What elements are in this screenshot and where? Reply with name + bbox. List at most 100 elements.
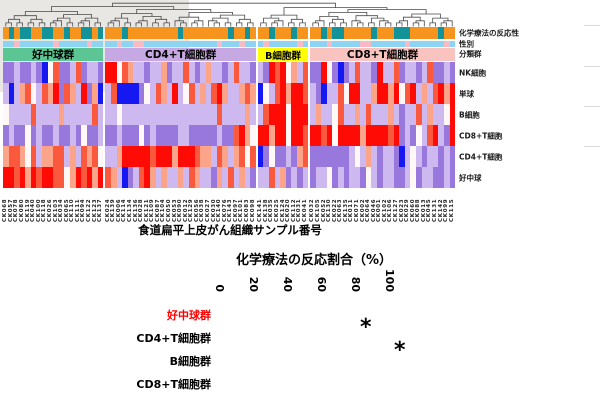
heatmap-cell [36, 146, 43, 167]
heatmap-cell [280, 167, 286, 188]
heatmap-cell [233, 83, 240, 104]
heatmap-cell [75, 83, 82, 104]
heatmap-cell [360, 83, 366, 104]
heatmap-cell [25, 83, 31, 104]
heatmap-cell [349, 62, 355, 83]
heatmap-cell [228, 104, 234, 125]
sex-cell [8, 41, 15, 47]
sex-cell [233, 41, 240, 47]
heatmap-cell [69, 104, 76, 125]
sex-cell [105, 41, 111, 47]
heatmap-cell [69, 83, 76, 104]
heatmap-cell [410, 125, 417, 146]
heatmap-cell [349, 167, 355, 188]
annotation-group-block [310, 41, 456, 47]
sex-cell [438, 41, 444, 47]
response-cell [105, 27, 111, 39]
response-cell [97, 27, 104, 39]
heatmap-cell [233, 104, 240, 125]
heatmap-cell [189, 146, 195, 167]
heatmap-cell [302, 125, 309, 146]
sample-label: CK137 [97, 198, 104, 222]
heatmap-cell [228, 167, 234, 188]
heatmap-cell [58, 62, 65, 83]
heatmap-cell [47, 104, 54, 125]
response-cell [92, 27, 98, 39]
heatmap-cell [92, 146, 98, 167]
sex-cell [149, 41, 156, 47]
heatmap-cell [105, 83, 111, 104]
heatmap-cell [382, 167, 389, 188]
heatmap-cell [155, 62, 162, 83]
heatmap-cell [427, 62, 433, 83]
heatmap-cell [302, 167, 309, 188]
sex-cell [365, 41, 372, 47]
response-cell [393, 27, 400, 39]
heatmap-cell [332, 125, 338, 146]
heatmap-cell [365, 146, 372, 167]
heatmap-cell [421, 62, 428, 83]
annotation-group-block [310, 27, 456, 39]
cropped-line [584, 146, 600, 147]
sex-cell [343, 41, 350, 47]
heatmap-cell [42, 104, 48, 125]
heatmap-cell [97, 62, 104, 83]
heatmap-cell [443, 83, 450, 104]
heatmap-cell [438, 62, 444, 83]
heatmap-cell [410, 146, 417, 167]
sex-cell [360, 41, 366, 47]
heatmap-cell [250, 62, 256, 83]
heatmap-x-axis-title: 食道扁平上皮がん組織サンプル番号 [138, 223, 322, 237]
heatmap-cell [257, 146, 264, 167]
heatmap-cell [42, 167, 48, 188]
heatmap-cell [310, 125, 316, 146]
heatmap-cell [399, 146, 405, 167]
heatmap-row-label: CD4+T細胞 [459, 152, 503, 161]
heatmap-cell [302, 104, 309, 125]
heatmap-row-block [3, 167, 104, 188]
heatmap-cell [404, 62, 411, 83]
heatmap-cell [371, 146, 377, 167]
heatmap-cell [291, 62, 297, 83]
heatmap-cell [449, 146, 456, 167]
heatmap-cell [315, 167, 322, 188]
heatmap-cell [285, 125, 292, 146]
heatmap-cell [371, 125, 377, 146]
heatmap-cell [211, 83, 217, 104]
sex-cell [19, 41, 26, 47]
sex-cell [183, 41, 190, 47]
heatmap-cell [337, 125, 344, 146]
heatmap-cell [172, 167, 178, 188]
sex-cell [36, 41, 43, 47]
heatmap-cell [310, 167, 316, 188]
heatmap-cell [211, 104, 217, 125]
heatmap-row-label: NK細胞 [459, 68, 487, 77]
heatmap-cell [149, 104, 156, 125]
heatmap-cell [25, 104, 31, 125]
heatmap-cell [343, 125, 350, 146]
heatmap-cell [19, 83, 26, 104]
heatmap-cell [269, 62, 275, 83]
sex-cell [200, 41, 206, 47]
heatmap-cell [250, 104, 256, 125]
heatmap-cell [81, 83, 87, 104]
heatmap-row-block [310, 125, 456, 146]
heatmap-cell [438, 167, 444, 188]
heatmap-cell [302, 146, 309, 167]
sex-cell [194, 41, 201, 47]
heatmap-cell [382, 104, 389, 125]
sex-cell [64, 41, 70, 47]
annotation-group-block [257, 27, 309, 39]
sex-cell [354, 41, 361, 47]
heatmap-cell [291, 125, 297, 146]
heatmap-cell [263, 62, 270, 83]
sex-cell [332, 41, 338, 47]
heatmap-cell [69, 146, 76, 167]
heatmap-cell [200, 146, 206, 167]
sex-cell [239, 41, 245, 47]
heatmap-cell [133, 62, 139, 83]
heatmap-cell [337, 104, 344, 125]
heatmap-cell [432, 167, 439, 188]
heatmap-cell [399, 104, 405, 125]
heatmap-cell [343, 104, 350, 125]
